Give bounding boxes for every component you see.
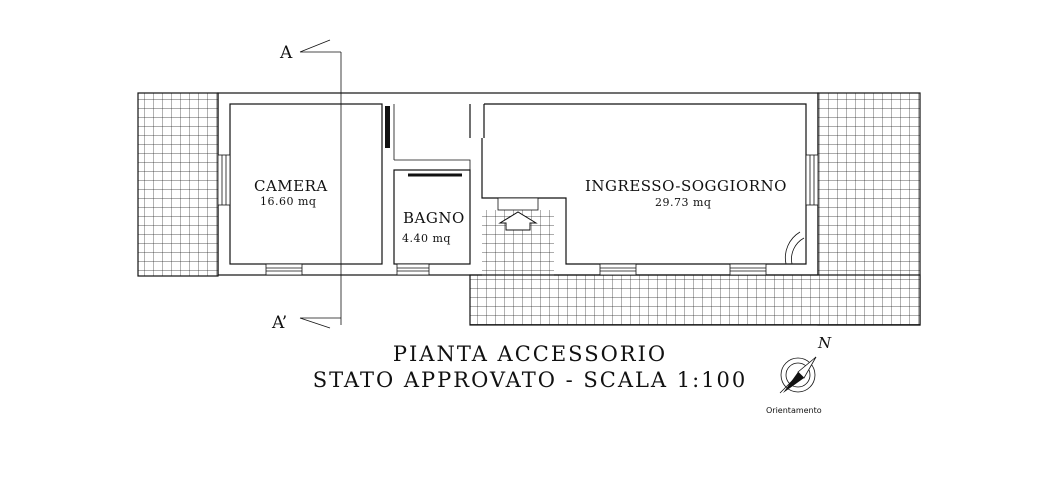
compass-caption: Orientamento xyxy=(766,406,822,415)
section-label-top: A xyxy=(279,43,293,63)
room-name-soggiorno: INGRESSO-SOGGIORNO xyxy=(585,177,787,195)
room-name-camera: CAMERA xyxy=(254,177,328,195)
windows xyxy=(217,154,819,276)
room-name-bagno: BAGNO xyxy=(403,209,465,227)
room-area-camera: 16.60 mq xyxy=(260,195,316,208)
entrance-arrow-icon xyxy=(498,211,538,231)
room-area-bagno: 4.40 mq xyxy=(402,232,451,245)
room-area-soggiorno: 29.73 mq xyxy=(655,196,711,209)
compass-icon xyxy=(779,356,817,394)
terrace-left xyxy=(137,92,219,277)
doors xyxy=(385,106,805,265)
section-line xyxy=(299,39,342,329)
compass-north-label: N xyxy=(817,334,832,352)
drawing-title: PIANTA ACCESSORIO xyxy=(393,342,667,366)
section-label-bottom: A’ xyxy=(271,313,287,333)
drawing-subtitle: STATO APPROVATO - SCALA 1:100 xyxy=(313,368,748,392)
